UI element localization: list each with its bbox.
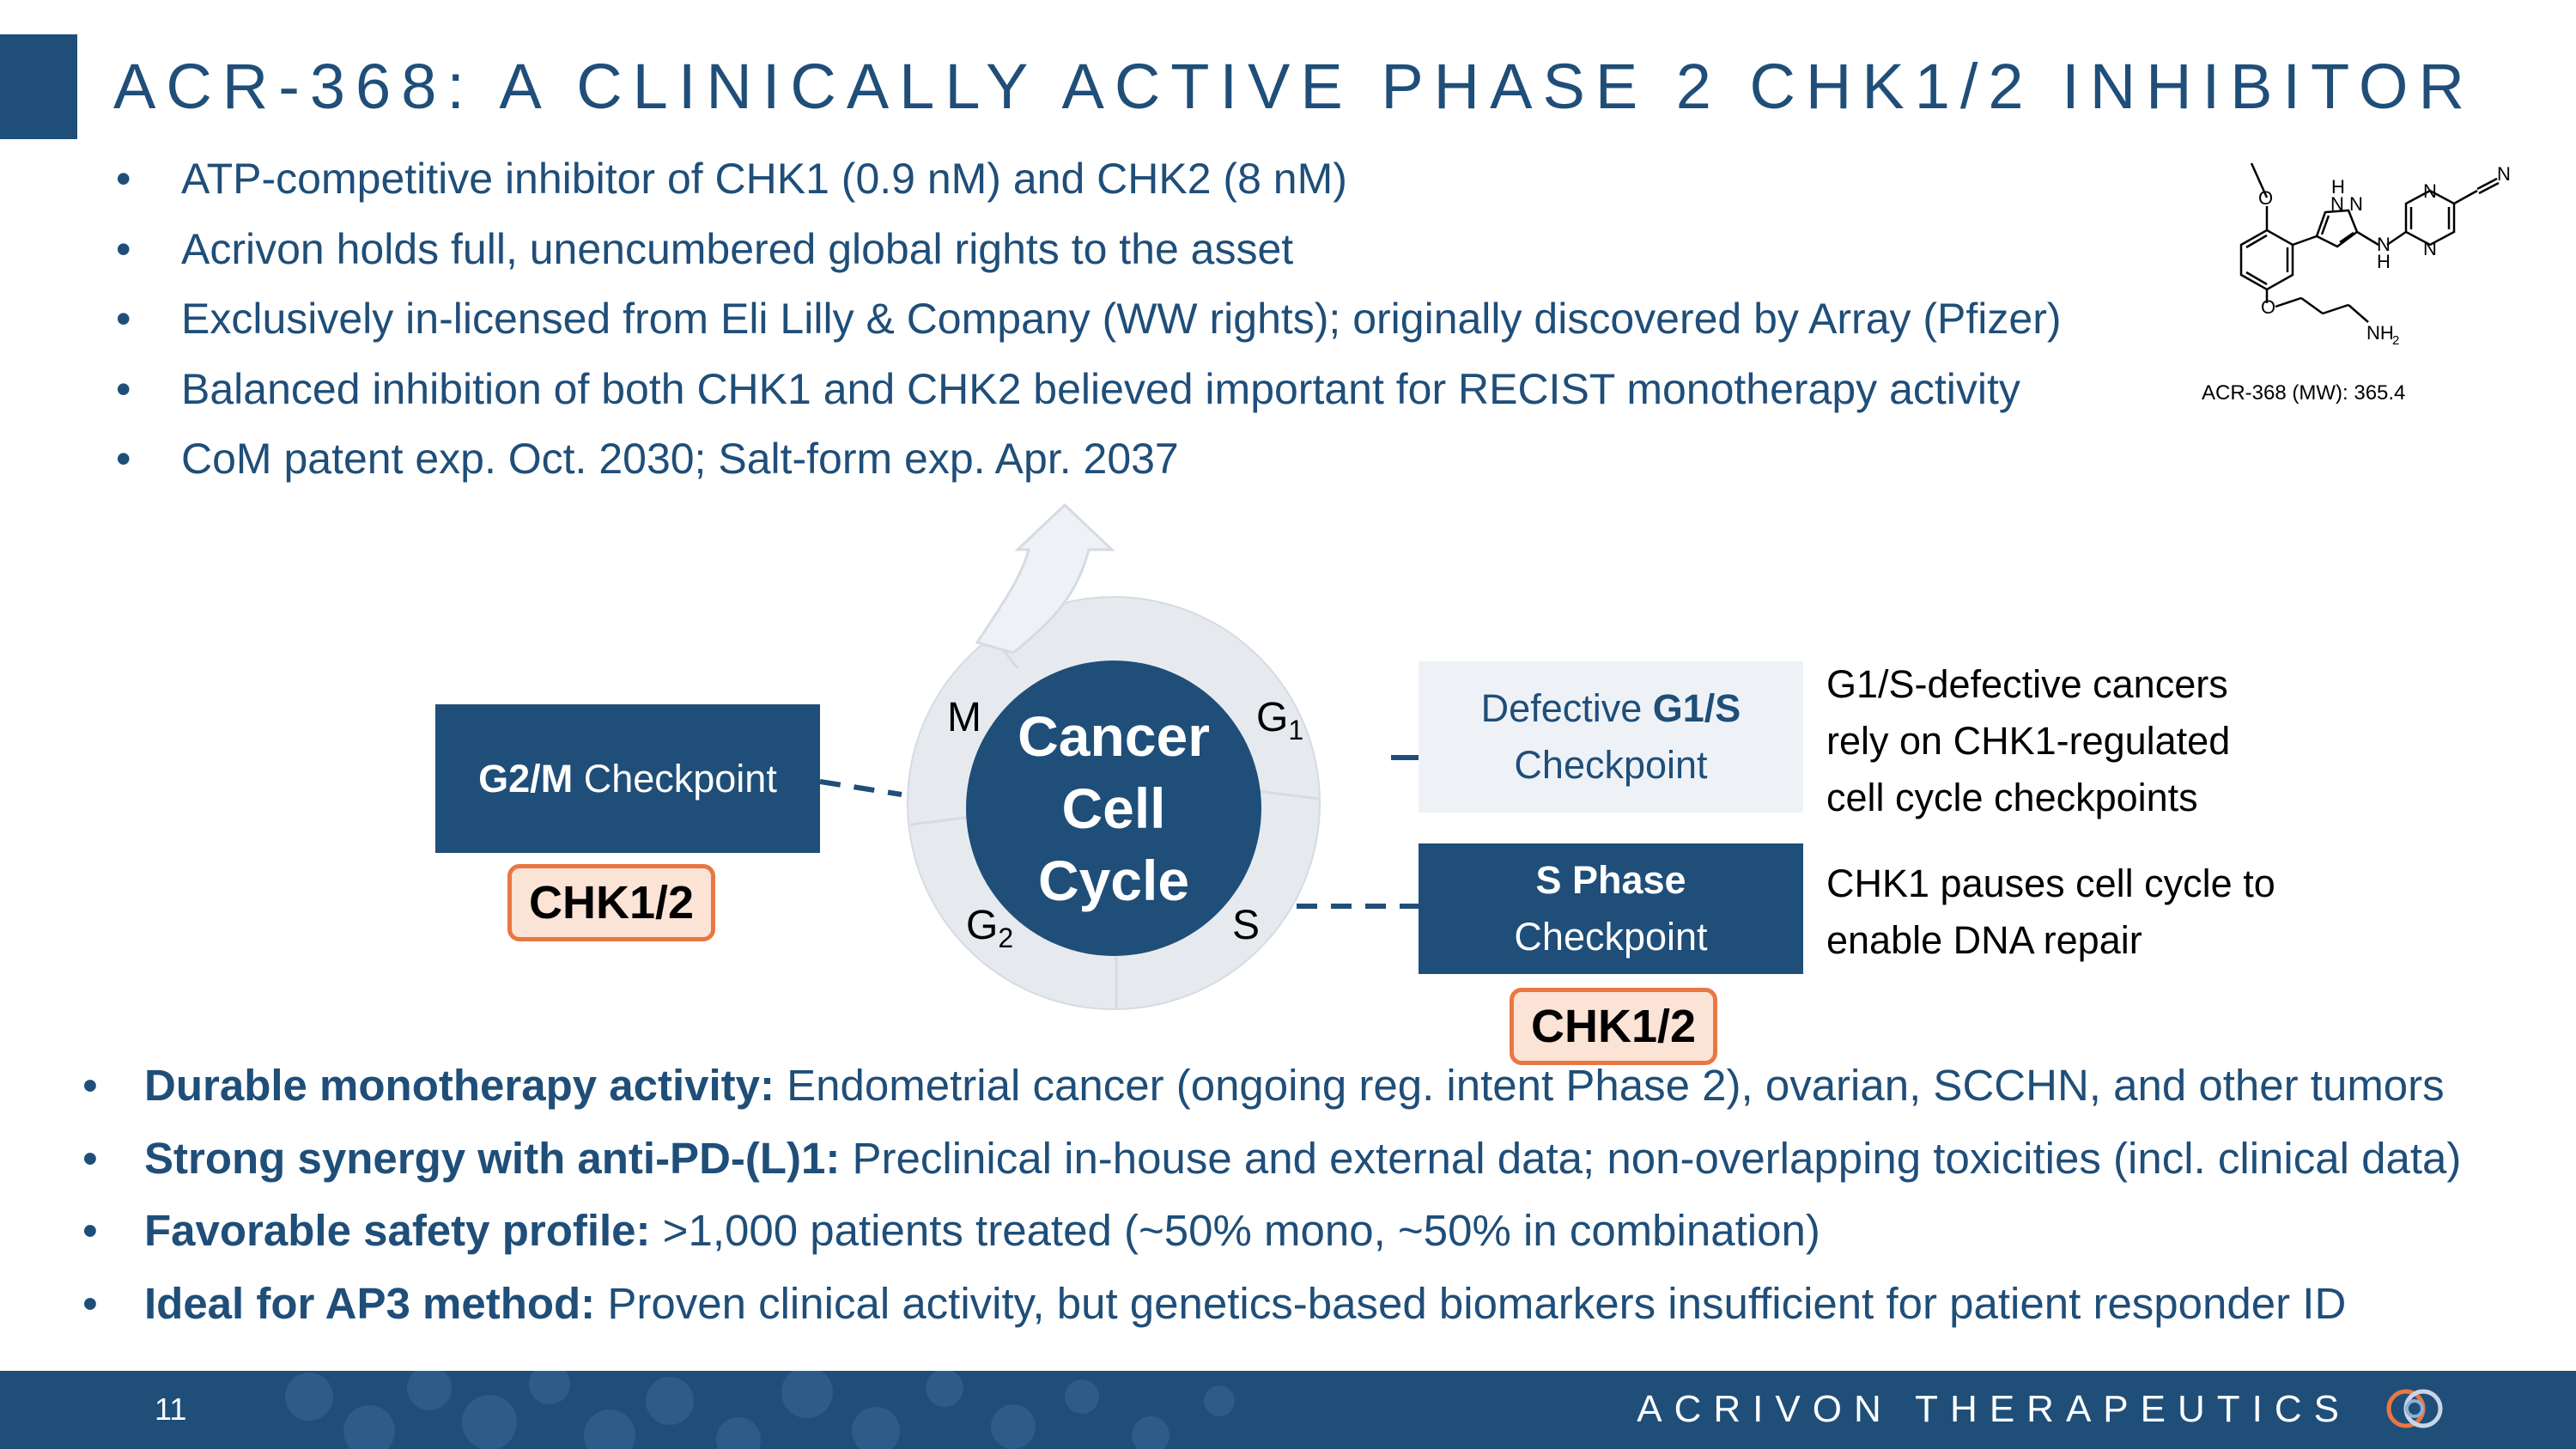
molecule-caption: ACR-368 (MW): 365.4 <box>2202 381 2406 405</box>
svg-text:2: 2 <box>2392 333 2399 348</box>
phase-label-m: M <box>947 695 981 740</box>
bullet-item: Balanced inhibition of both CHK1 and CHK… <box>116 355 2062 425</box>
chk-badge-g2m: CHK1/2 <box>507 864 715 941</box>
phase-label-s: S <box>1232 903 1261 948</box>
title-accent-block <box>0 34 77 139</box>
bullet-item: Exclusively in-licensed from Eli Lilly &… <box>116 284 2062 355</box>
top-bullet-list: ATP-competitive inhibitor of CHK1 (0.9 n… <box>116 144 2062 495</box>
svg-text:N: N <box>2423 180 2437 202</box>
svg-text:N: N <box>2349 193 2363 215</box>
s-phase-note: CHK1 pauses cell cycle to enable DNA rep… <box>1826 861 2275 962</box>
bullet-item: Favorable safety profile: >1,000 patient… <box>82 1195 2461 1268</box>
cell-cycle-ring <box>819 502 1419 1010</box>
svg-text:N: N <box>2377 234 2391 255</box>
svg-text:H: H <box>2377 251 2391 272</box>
acrivon-logo-icon <box>2386 1389 2443 1428</box>
bullet-item: Strong synergy with anti-PD-(L)1: Precli… <box>82 1123 2461 1196</box>
bullet-item: ATP-competitive inhibitor of CHK1 (0.9 n… <box>116 144 2062 215</box>
svg-text:N: N <box>2423 238 2437 259</box>
bullet-item: Ideal for AP3 method: Proven clinical ac… <box>82 1268 2461 1341</box>
cell-cycle-center: Cancer Cell Cycle <box>966 661 1261 956</box>
phase-label-g1: G1 <box>1256 695 1304 746</box>
bullet-item: Acrivon holds full, unencumbered global … <box>116 215 2062 285</box>
bullet-item: Durable monotherapy activity: Endometria… <box>82 1050 2461 1123</box>
page-number: 11 <box>155 1391 187 1427</box>
svg-text:O: O <box>2258 187 2273 209</box>
molecule-structure-image: O O H N N N H N N N NH 2 <box>2239 162 2511 348</box>
phase-label-g2: G2 <box>966 903 1014 953</box>
svg-text:N: N <box>2497 163 2511 185</box>
g2m-connector-line <box>819 779 902 797</box>
s-phase-checkpoint-box: S Phase Checkpoint <box>1419 843 1803 974</box>
footer-bar: 11 ACRIVON THERAPEUTICS <box>0 1371 2576 1449</box>
svg-text:H: H <box>2331 176 2345 198</box>
bottom-bullet-list: Durable monotherapy activity: Endometria… <box>82 1050 2461 1340</box>
bullet-item: CoM patent exp. Oct. 2030; Salt-form exp… <box>116 424 2062 495</box>
footer-dot-pattern <box>285 1371 1235 1449</box>
svg-text:NH: NH <box>2366 322 2394 344</box>
svg-text:N: N <box>2330 193 2344 215</box>
company-name: ACRIVON THERAPEUTICS <box>1637 1388 2351 1430</box>
g1s-note: G1/S-defective cancers rely on CHK1-regu… <box>1826 662 2231 819</box>
g2m-checkpoint-box: G2/M Checkpoint <box>435 704 820 853</box>
svg-text:O: O <box>2261 296 2275 318</box>
slide-title: ACR-368: A CLINICALLY ACTIVE PHASE 2 CHK… <box>113 51 2475 122</box>
g1s-checkpoint-box: Defective G1/S Checkpoint <box>1419 661 1803 813</box>
